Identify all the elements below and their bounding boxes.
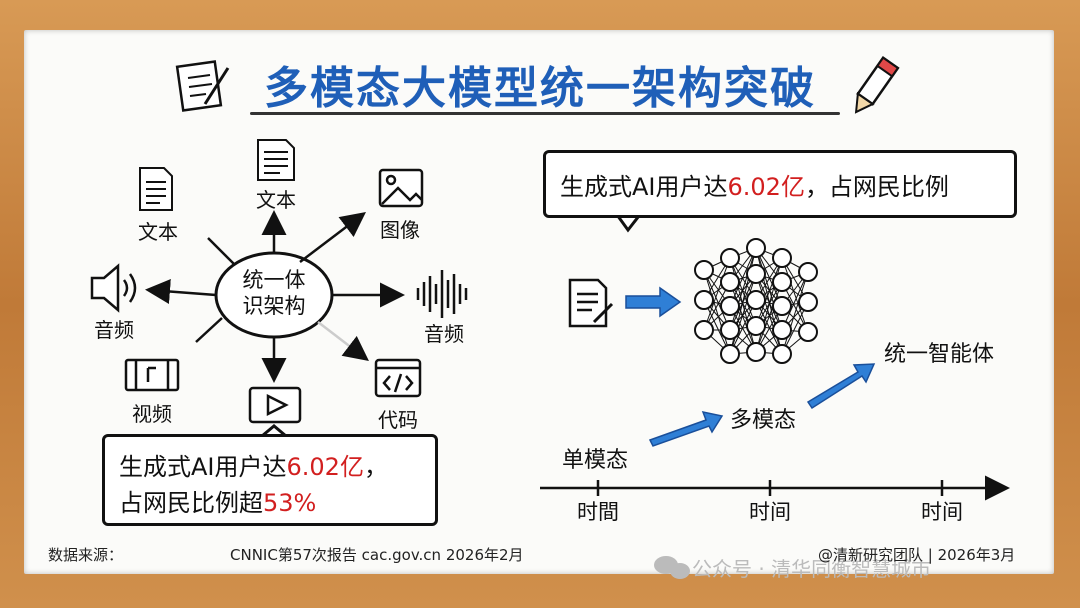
node-label-image: 图像 xyxy=(380,218,420,242)
source-text: CNNIC第57次报告 cac.gov.cn 2026年2月 xyxy=(230,546,524,564)
wechat-icon xyxy=(654,556,690,579)
node-label-video: 视频 xyxy=(132,402,172,426)
center-label: 统一体 识架构 xyxy=(243,267,306,319)
node-label-audio-right: 音频 xyxy=(424,322,464,346)
document-icon xyxy=(139,167,173,211)
network-node xyxy=(772,320,792,340)
node-label-text-left: 文本 xyxy=(138,220,178,244)
network-node xyxy=(746,316,766,336)
timeline-axis xyxy=(540,475,1010,501)
callout-line-1: 生成式AI用户达6.02亿， xyxy=(119,447,388,482)
network-node xyxy=(798,322,818,342)
network-node xyxy=(746,342,766,362)
document-icon xyxy=(257,139,295,181)
pencil-icon xyxy=(854,55,900,114)
callout-text: ，占网民比例 xyxy=(804,173,949,201)
network-node xyxy=(798,262,818,282)
network-node xyxy=(694,320,714,340)
code-icon xyxy=(374,358,422,398)
network-node xyxy=(772,272,792,292)
video-play-icon xyxy=(248,386,302,424)
center-label-line: 统一体 xyxy=(242,268,306,292)
speaker-icon xyxy=(90,263,137,313)
page-title: 多模态大模型统一架构突破 xyxy=(264,63,816,114)
callout-highlight: 53% xyxy=(263,489,317,517)
callout-text: 占网民比例超 xyxy=(119,489,263,517)
stage-label-multimodal: 多模态 xyxy=(730,408,797,433)
network-node xyxy=(746,290,766,310)
bubble-pointer xyxy=(261,424,287,438)
callout-line-2: 占网民比例超53% xyxy=(119,483,316,518)
node-label-text-top: 文本 xyxy=(256,188,296,212)
network-node xyxy=(720,272,740,292)
timeline-tick-label: 时間 xyxy=(577,500,619,524)
network-node xyxy=(746,238,766,258)
network-node xyxy=(720,296,740,316)
network-node xyxy=(798,292,818,312)
stat-callout-right: 生成式AI用户达6.02亿，占网民比例 xyxy=(543,150,1017,218)
network-node xyxy=(772,296,792,316)
image-icon xyxy=(378,168,424,208)
input-arrow xyxy=(625,286,682,318)
network-node xyxy=(772,344,792,364)
stat-callout-left: 生成式AI用户达6.02亿， 占网民比例超53% xyxy=(102,434,438,526)
waveform-icon xyxy=(416,270,468,318)
network-node xyxy=(694,260,714,280)
stage-label-unimodal: 单模态 xyxy=(562,448,629,473)
neural-network-icon xyxy=(694,238,818,364)
network-node xyxy=(720,344,740,364)
stage-arrow xyxy=(648,410,724,447)
watermark: 公众号 · 清华同衡智慧城市 xyxy=(692,557,932,581)
network-node xyxy=(746,264,766,284)
source-label: 数据来源： xyxy=(48,546,124,564)
callout-highlight: 6.02亿 xyxy=(286,453,364,481)
document-pen-icon xyxy=(568,278,614,328)
node-label-code: 代码 xyxy=(378,408,418,432)
center-label-line: 识架构 xyxy=(242,294,306,318)
callout-text: 生成式AI用户达 xyxy=(560,173,728,201)
callout-text: ， xyxy=(363,453,388,481)
network-node xyxy=(772,248,792,268)
network-node xyxy=(720,320,740,340)
title-underline xyxy=(250,112,840,115)
timeline-tick-label: 时间 xyxy=(749,500,791,524)
stage-arrow xyxy=(806,363,876,410)
node-label-audio-left: 音频 xyxy=(94,318,134,342)
network-node xyxy=(720,248,740,268)
credit-text: @清新研究团队 | 2026年3月 xyxy=(818,546,1016,564)
film-icon xyxy=(124,358,180,392)
callout-highlight: 6.02亿 xyxy=(727,173,805,201)
stage-label-unified-agent: 统一智能体 xyxy=(884,342,995,367)
radial-arrows xyxy=(145,210,405,383)
network-node xyxy=(694,290,714,310)
callout-text: 生成式AI用户达 xyxy=(119,453,287,481)
notepad-icon xyxy=(175,60,230,112)
timeline-tick-label: 时间 xyxy=(921,500,963,524)
